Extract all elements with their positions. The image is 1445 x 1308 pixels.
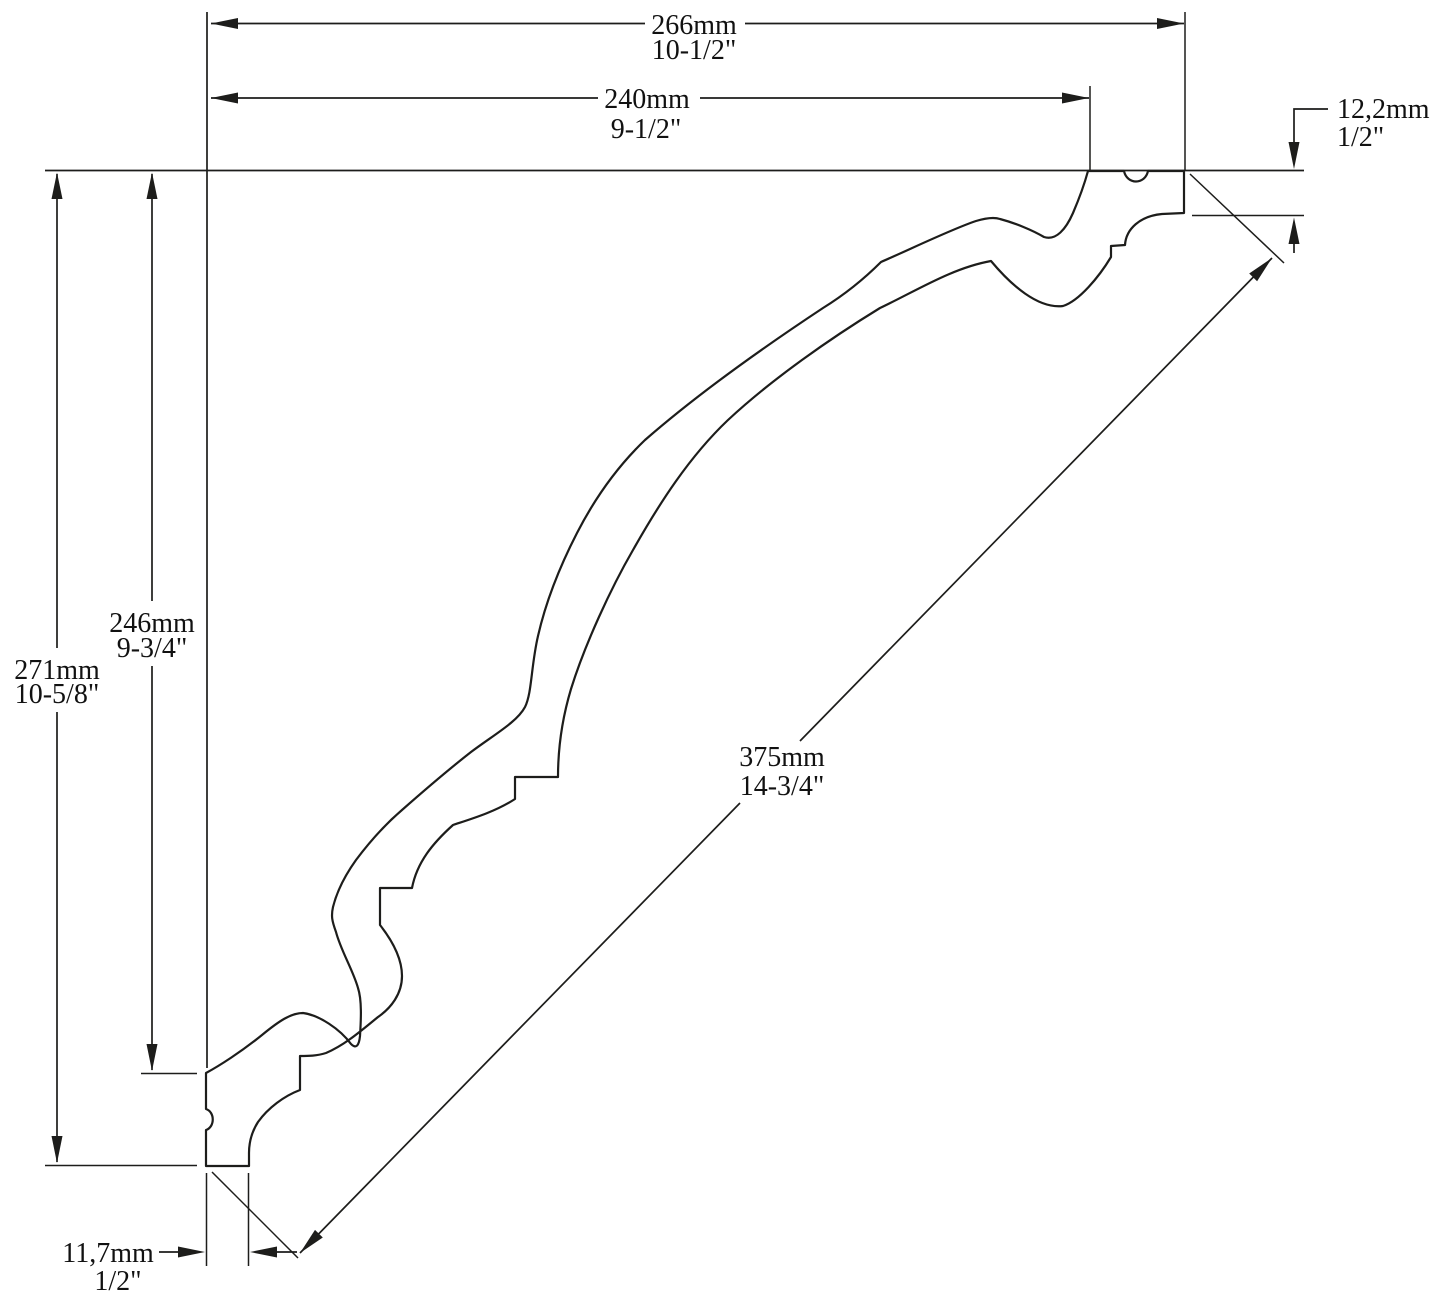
inner-height-inch-label: 9-3/4" [117,633,188,664]
dimension-right-edge: 12,2mm 1/2" [1288,94,1430,253]
extension-line-face-bottom [211,1171,299,1259]
overall-width-mm-label: 266mm [651,10,737,41]
overall-width-inch-label: 10-1/2" [652,35,737,66]
arrowhead-inner-height-top [146,172,158,199]
dimension-inner-height: 246mm 9-3/4" [109,172,195,1071]
arrowhead-overall-width-left [211,18,238,29]
inner-height-mm-label: 246mm [109,608,195,639]
arrowhead-bottom-edge-left [178,1246,205,1258]
leader-line-right-edge [1293,108,1328,144]
arrowhead-top-width-right [1062,92,1089,104]
arrowhead-bottom-edge-right [250,1246,277,1258]
top-width-mm-label: 240mm [604,84,690,115]
diagonal-face-inch-label: 14-3/4" [740,771,825,802]
arrowhead-overall-width-right [1157,18,1184,29]
arrowhead-inner-height-bottom [146,1044,158,1071]
dimension-overall-height: 271mm 10-5/8" [14,172,100,1163]
extension-line-face-top [1189,173,1285,264]
dimension-diagonal-face: 375mm 14-3/4" [299,257,1273,1254]
arrowhead-overall-height-top [51,172,63,199]
dimension-overall-width: 266mm 10-1/2" [211,10,1184,66]
arrowhead-face-bottom [300,1229,323,1253]
dimension-top-width: 240mm 9-1/2" [211,84,1089,145]
dimension-bottom-edge: 11,7mm 1/2" [62,1238,297,1297]
dimension-line-face-lower [299,802,741,1254]
dimension-line-face-upper [799,257,1273,742]
right-edge-inch-label: 1/2" [1337,122,1384,153]
arrowhead-right-edge-up [1288,217,1300,244]
diagonal-face-mm-label: 375mm [739,742,825,773]
bottom-edge-inch-label: 1/2" [94,1266,141,1297]
extension-lines [45,12,1304,1266]
molding-profile-outline [204,169,1186,1168]
bottom-edge-mm-label: 11,7mm [62,1238,154,1269]
top-width-inch-label: 9-1/2" [611,114,682,145]
arrowhead-top-width-left [211,92,238,104]
overall-height-mm-label: 271mm [14,655,100,686]
overall-height-inch-label: 10-5/8" [15,679,100,710]
arrowhead-overall-height-bottom [51,1136,63,1163]
arrowhead-right-edge-down [1288,142,1300,169]
right-edge-mm-label: 12,2mm [1337,94,1430,125]
arrowhead-face-top [1249,258,1272,282]
